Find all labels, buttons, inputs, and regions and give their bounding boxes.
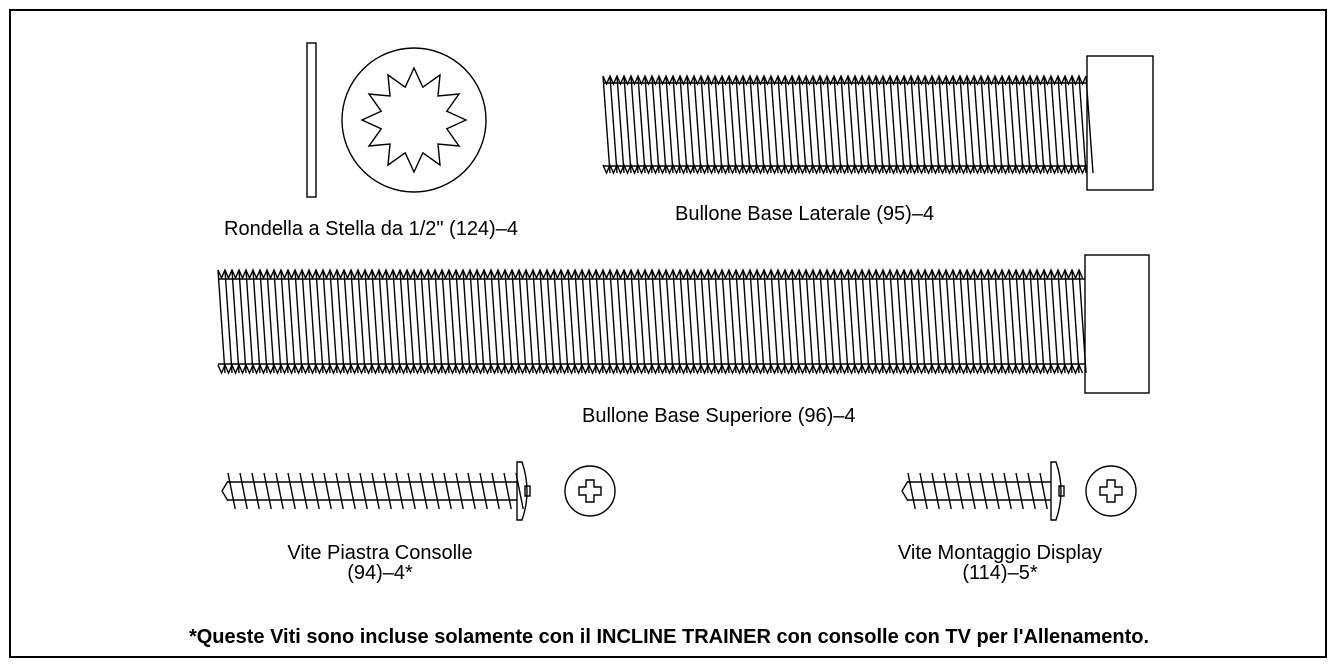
top-base-bolt-label: Bullone Base Superiore (96)–4: [582, 405, 856, 427]
footnote: *Queste Viti sono incluse solamente con …: [188, 626, 1150, 648]
side-base-bolt-drawing: [602, 55, 1154, 191]
console-plate-screw-drawing: [221, 461, 616, 521]
diagram-frame: [9, 9, 1327, 658]
console-plate-screw-label-line1: Vite Piastra Consolle: [287, 542, 473, 564]
star-washer-label: Rondella a Stella da 1/2" (124)–4: [224, 218, 518, 240]
star-washer-teeth: [360, 66, 468, 174]
display-mount-screw-label-line1: Vite Montaggio Display: [897, 542, 1103, 564]
side-base-bolt-label: Bullone Base Laterale (95)–4: [675, 203, 935, 225]
display-mount-screw-drawing: [901, 461, 1137, 521]
top-base-bolt-drawing: [217, 254, 1150, 394]
display-mount-screw-label-line2: (114)–5*: [962, 562, 1038, 584]
star-washer-side-view: [306, 42, 317, 198]
console-plate-screw-label-line2: (94)–4*: [347, 562, 413, 584]
star-washer-face: [341, 47, 487, 193]
